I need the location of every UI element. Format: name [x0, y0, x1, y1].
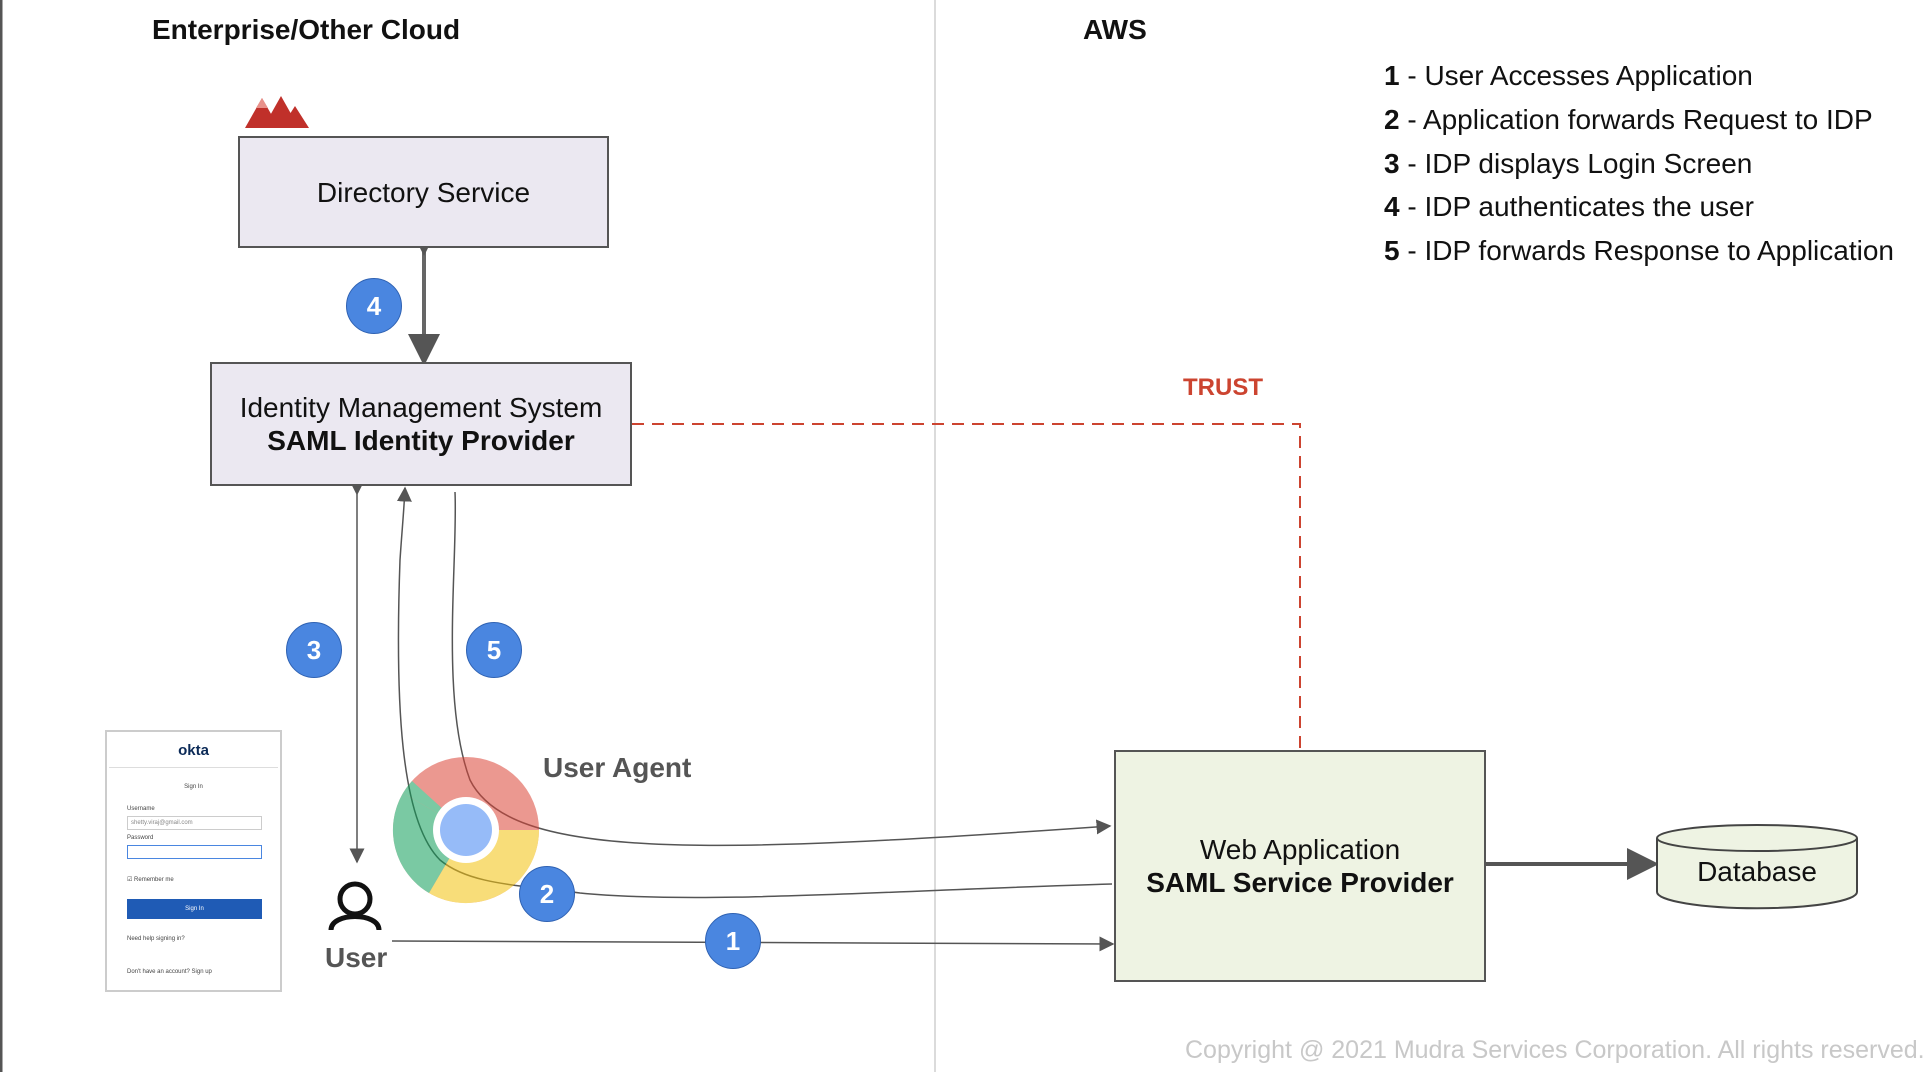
okta-username-label: Username: [127, 806, 155, 812]
identity-provider-box: Identity Management System SAML Identity…: [210, 362, 632, 486]
okta-signup-text: Don't have an account? Sign up: [127, 969, 212, 975]
idp-line2: SAML Identity Provider: [267, 425, 575, 456]
trust-label: TRUST: [1183, 374, 1263, 401]
okta-login-screenshot: okta Sign In Username shetty.viraj@gmail…: [105, 730, 282, 992]
web-app-line1: Web Application: [1199, 834, 1401, 865]
legend-item: 3 - IDP displays Login Screen: [1384, 148, 1753, 179]
okta-password-label: Password: [127, 835, 154, 841]
trust-line: [632, 423, 1301, 748]
browser-icon: [392, 757, 540, 904]
user-label: User: [325, 942, 388, 973]
copyright-text: Copyright @ 2021 Mudra Services Corporat…: [1185, 1036, 1924, 1064]
legend-item: 1 - User Accesses Application: [1384, 60, 1753, 91]
step-circle-4: 4: [346, 278, 402, 334]
okta-help-link: Need help signing in?: [127, 936, 185, 942]
database-cylinder: [1656, 824, 1858, 910]
okta-username-field: shetty.viraj@gmail.com: [127, 816, 262, 830]
directory-service-label: Directory Service: [316, 176, 531, 208]
database-label: Database: [1697, 856, 1817, 887]
legend-item: 5 - IDP forwards Response to Application: [1384, 235, 1894, 266]
okta-separator: [109, 767, 278, 768]
directory-logo-icon: [245, 96, 309, 128]
okta-remember-checkbox: ☑ Remember me: [127, 877, 174, 883]
okta-heading: Sign In: [184, 784, 203, 790]
step-circle-1: 1: [705, 913, 761, 969]
user-icon: [328, 881, 382, 931]
region-title-aws: AWS: [1083, 14, 1147, 45]
web-application-box: Web Application SAML Service Provider: [1114, 750, 1486, 982]
region-title-enterprise: Enterprise/Other Cloud: [152, 14, 461, 45]
legend-item: 2 - Application forwards Request to IDP: [1384, 104, 1873, 135]
step-circle-5: 5: [466, 622, 522, 678]
directory-service-box: Directory Service: [238, 136, 609, 248]
step-circle-2: 2: [519, 866, 575, 922]
arrow-step5: [451, 491, 1112, 847]
okta-logo: okta: [178, 742, 209, 759]
web-app-line2: SAML Service Provider: [1146, 867, 1454, 898]
legend-item: 4 - IDP authenticates the user: [1384, 191, 1754, 222]
okta-password-field: [127, 845, 262, 859]
user-agent-label: User Agent: [543, 752, 692, 783]
idp-line1: Identity Management System: [239, 392, 603, 423]
step-circle-3: 3: [286, 622, 342, 678]
okta-signin-button: Sign In: [127, 899, 262, 919]
